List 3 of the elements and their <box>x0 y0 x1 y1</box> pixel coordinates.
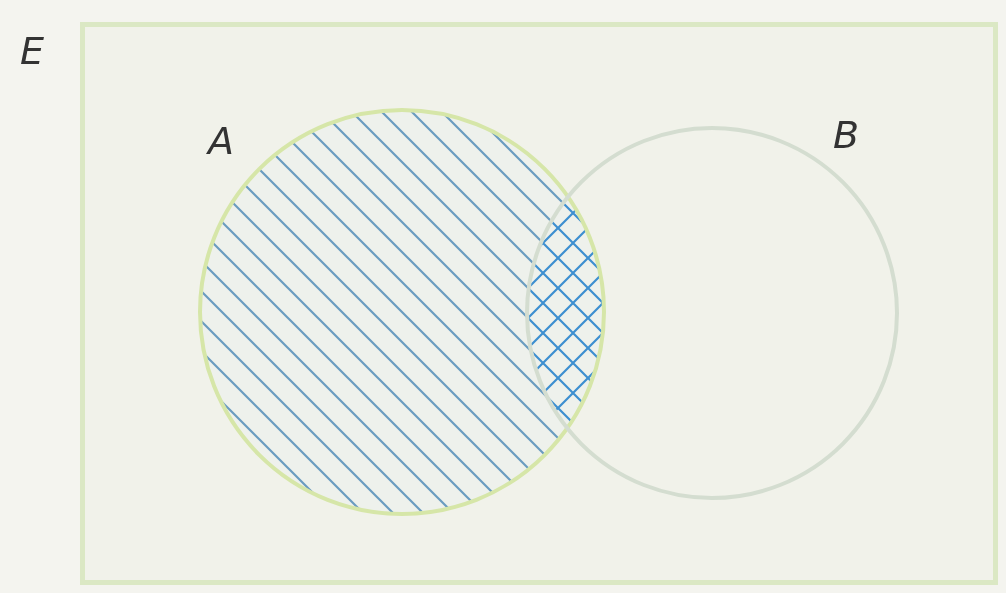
set-label: B <box>833 116 860 154</box>
set-label: E <box>20 32 44 70</box>
set-label: A <box>208 122 234 160</box>
